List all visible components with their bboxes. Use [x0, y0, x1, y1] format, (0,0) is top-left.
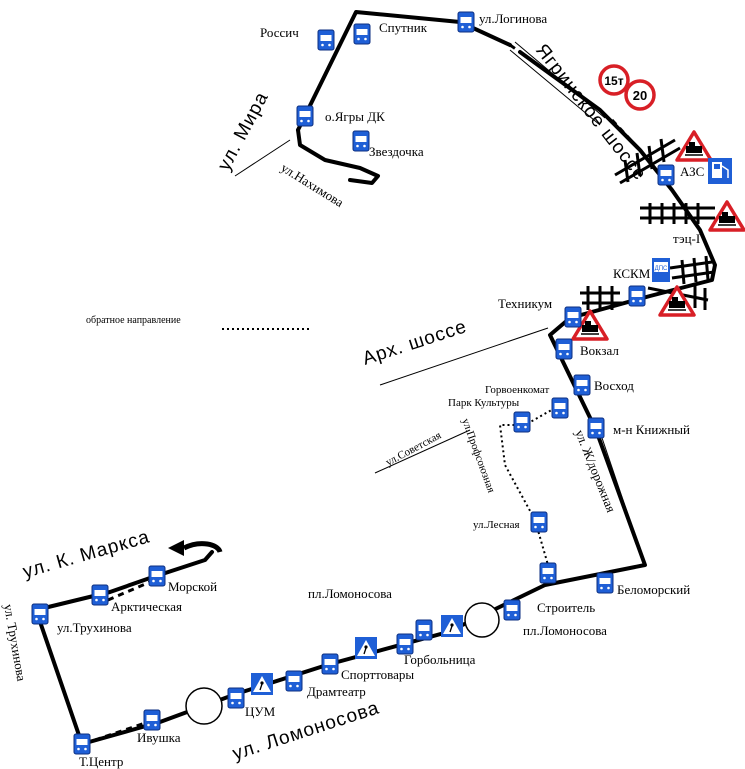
stop-lesnaya[interactable]: ул.Лесная [473, 519, 520, 531]
direction-arrow-icon [168, 540, 184, 556]
street-profsoyuznaya: ул.Профсоюзная [459, 417, 497, 495]
bus-stop-icon[interactable] [396, 633, 414, 655]
weight-limit-sign: 15т [598, 64, 630, 96]
railway-tracks [580, 138, 715, 310]
bus-stop-icon[interactable] [628, 285, 646, 307]
street-yagrinskoe: Ягринское шоссе [531, 40, 650, 185]
bus-stop-icon[interactable] [296, 105, 314, 127]
bus-stop-icon[interactable] [587, 417, 605, 439]
bus-stop-icon[interactable] [503, 599, 521, 621]
stop-gorbolnitsa[interactable]: Горбольница [404, 652, 476, 667]
street-sovetskaya: ул.Советская [384, 429, 444, 468]
stop-vokzal[interactable]: Вокзал [580, 343, 619, 358]
stop-dramteatr[interactable]: Драмтеатр [307, 684, 366, 699]
stop-arkticheskaya[interactable]: Арктическая [111, 599, 182, 614]
stop-azs[interactable]: АЗС [680, 164, 704, 179]
bus-stop-icon[interactable] [573, 374, 591, 396]
stop-morskoy[interactable]: Морской [168, 579, 217, 594]
legend-reverse-direction: обратное направление [86, 315, 181, 326]
bus-stop-icon[interactable] [596, 572, 614, 594]
railway-crossing-warning-icon [675, 130, 713, 162]
weight-limit-text: 15т [604, 74, 623, 88]
stop-tsum[interactable]: ЦУМ [245, 704, 276, 719]
bus-stop-icon[interactable] [31, 603, 49, 625]
speed-limit-sign: 20 [624, 79, 656, 111]
stop-gorvoenkomat[interactable]: Горвоенкомат [485, 384, 549, 396]
stop-kskm[interactable]: КСКМ [613, 266, 651, 281]
bus-stop-icon[interactable] [352, 130, 370, 152]
roundabout-icon [464, 602, 500, 638]
street-kmarksa: ул. К. Маркса [21, 526, 153, 582]
stop-loginova[interactable]: ул.Логинова [479, 11, 547, 26]
stop-rossich[interactable]: Россич [260, 25, 299, 40]
bus-stop-icon[interactable] [551, 397, 569, 419]
stop-tekhnikum[interactable]: Техникум [498, 296, 552, 311]
bus-stop-icon[interactable] [353, 23, 371, 45]
bus-stop-icon[interactable] [91, 584, 109, 606]
bus-stop-icon[interactable] [321, 653, 339, 675]
stop-tec[interactable]: тэц-I [673, 231, 700, 246]
stop-knizhny[interactable]: м-н Книжный [613, 422, 690, 437]
street-nakhimova: ул.Нахимова [278, 160, 346, 210]
bus-stop-icon[interactable] [285, 670, 303, 692]
roundabout-icon [185, 687, 223, 725]
stop-sputnik[interactable]: Спутник [379, 20, 428, 35]
pedestrian-crossing-icon [250, 672, 274, 696]
bus-stop-icon[interactable] [457, 11, 475, 33]
stop-stroitel[interactable]: Строитель [537, 600, 595, 615]
stop-pl-lomonosova-left[interactable]: пл.Ломоносова [308, 586, 392, 601]
gas-station-icon [708, 158, 732, 184]
bus-stop-icon[interactable] [73, 733, 91, 755]
stop-belomorsky[interactable]: Беломорский [617, 582, 690, 597]
speed-limit-text: 20 [633, 88, 647, 103]
bus-stop-icon[interactable] [143, 709, 161, 731]
pedestrian-crossing-icon [354, 636, 378, 660]
bus-stop-icon[interactable] [317, 29, 335, 51]
bus-stop-icon[interactable] [415, 619, 433, 641]
stop-sporttovary[interactable]: Спорттовары [341, 667, 414, 682]
bus-stop-icon[interactable] [555, 338, 573, 360]
stop-t-tsentr[interactable]: Т.Центр [79, 754, 123, 769]
street-mira: ул. Мира [214, 88, 273, 174]
bus-stop-icon[interactable] [657, 164, 675, 186]
stop-trukhinova[interactable]: ул.Трухинова [57, 620, 132, 635]
stop-pl-lomonosova-right[interactable]: пл.Ломоносова [523, 623, 607, 638]
stop-yagry-dk[interactable]: о.Ягры ДК [325, 109, 385, 124]
bus-stop-icon[interactable] [227, 687, 245, 709]
bus-stop-icon[interactable] [530, 511, 548, 533]
street-arkh: Арх. шоссе [360, 316, 470, 369]
stop-ivushka[interactable]: Ивушка [137, 730, 181, 745]
bus-stop-icon[interactable] [148, 565, 166, 587]
railway-crossing-warning-icon [708, 200, 745, 232]
bus-stop-icon[interactable] [564, 306, 582, 328]
stop-park-kultury[interactable]: Парк Культуры [448, 397, 520, 409]
stop-zvezdochka[interactable]: Звездочка [369, 144, 424, 159]
street-trukhinova: ул. Трухинова [1, 603, 29, 682]
police-post-icon: ДПС [652, 258, 670, 282]
bus-stop-icon[interactable] [539, 562, 557, 584]
stop-voskhod[interactable]: Восход [594, 378, 634, 393]
bus-stop-icon[interactable] [513, 411, 531, 433]
dps-text: ДПС [655, 266, 668, 272]
pedestrian-crossing-icon [440, 614, 464, 638]
street-guides [234, 41, 646, 566]
